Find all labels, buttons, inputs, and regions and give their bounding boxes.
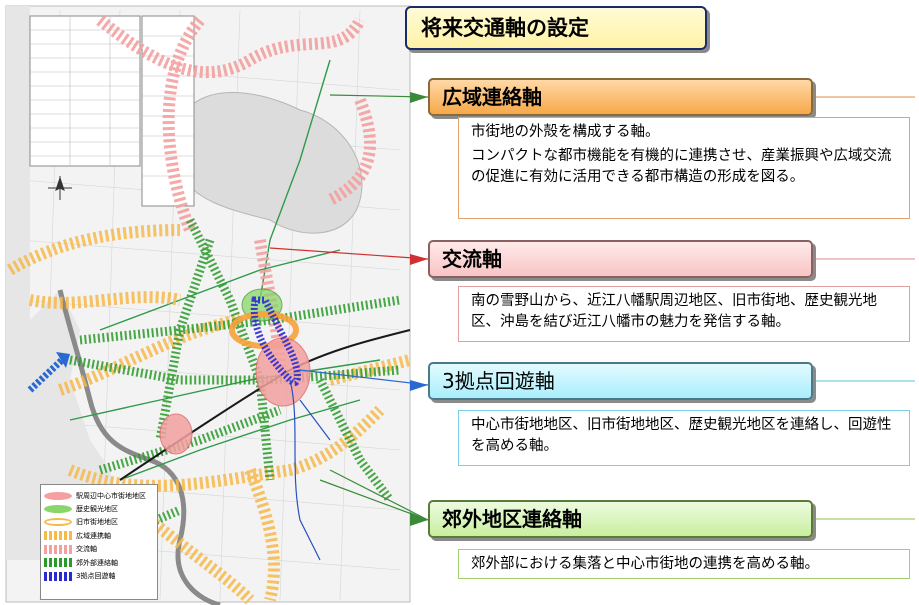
legend-swatch-old-town	[44, 518, 72, 527]
legend-label: 3拠点回遊軸	[76, 572, 116, 581]
district-old-town	[229, 311, 299, 349]
desc-wide-axis-p2: コンパクトな都市機能を有機的に連携させ、産業振興や広域交流の促進に有効に活用でき…	[471, 148, 892, 185]
legend-label: 広域連携軸	[76, 531, 111, 540]
legend-label: 交流軸	[76, 545, 97, 554]
heading-loop-axis: 3拠点回遊軸	[428, 362, 813, 400]
desc-suburban-axis: 郊外部における集落と中心市街地の連携を高める軸。	[458, 549, 910, 579]
mountain-area	[179, 92, 363, 234]
desc-loop-axis-p1: 中心市街地地区、旧市街地地区、歴史観光地区を連絡し、回遊性を高める軸。	[471, 417, 892, 454]
blue-paths	[289, 379, 331, 561]
legend-item: 駅周辺中心市街地地区	[44, 489, 154, 502]
legend-swatch-historic	[44, 505, 72, 514]
legend-label: 旧市街地地区	[76, 518, 118, 527]
legend-item: 郊外部連絡軸	[44, 556, 154, 569]
map-info-rows	[30, 16, 140, 166]
desc-exchange-axis-p1: 南の雪野山から、近江八幡駅周辺地区、旧市街地、歴史観光地区、沖島を結び近江八幡市…	[471, 293, 877, 330]
heading-wide-axis: 広域連絡軸	[428, 78, 813, 116]
page-title: 将来交通軸の設定	[405, 6, 707, 50]
legend-item: 3拠点回遊軸	[44, 569, 154, 582]
district-west	[159, 413, 193, 455]
compass-icon	[48, 176, 72, 200]
desc-loop-axis: 中心市街地地区、旧市街地地区、歴史観光地区を連絡し、回遊性を高める軸。	[458, 410, 910, 466]
desc-wide-axis-p1: 市街地の外殻を構成する軸。	[471, 124, 660, 140]
desc-exchange-axis: 南の雪野山から、近江八幡駅周辺地区、旧市街地、歴史観光地区、沖島を結び近江八幡市…	[458, 286, 910, 342]
direction-arrow-icon	[27, 352, 70, 393]
heading-suburban-axis: 郊外地区連絡軸	[428, 500, 813, 538]
legend-label: 駅周辺中心市街地地区	[76, 491, 146, 500]
legend-item: 広域連携軸	[44, 529, 154, 542]
legend-swatch-station	[44, 491, 72, 500]
legend-swatch-suburban	[44, 558, 72, 568]
legend-swatch-exchange	[44, 544, 72, 554]
loop-axis	[250, 296, 301, 386]
legend-item: 歴史観光地区	[44, 502, 154, 515]
desc-wide-axis: 市街地の外殻を構成する軸。 コンパクトな都市機能を有機的に連携させ、産業振興や広…	[458, 117, 910, 219]
lake-area	[6, 6, 120, 560]
map-info-table	[29, 15, 141, 167]
heading-exchange-axis: 交流軸	[428, 240, 813, 278]
heading-stubs	[813, 96, 915, 520]
legend-swatch-loop	[44, 571, 72, 581]
legend-item: 旧市街地地区	[44, 516, 154, 529]
map-legend: 駅周辺中心市街地地区 歴史観光地区 旧市街地地区 広域連携軸 交流軸 郊外部連絡…	[40, 484, 158, 600]
legend-label: 歴史観光地区	[76, 505, 118, 514]
desc-suburban-axis-p1: 郊外部における集落と中心市街地の連携を高める軸。	[471, 556, 819, 572]
legend-item: 交流軸	[44, 543, 154, 556]
leader-tips	[410, 92, 428, 526]
legend-label: 郊外部連絡軸	[76, 558, 118, 567]
legend-swatch-wide	[44, 531, 72, 541]
